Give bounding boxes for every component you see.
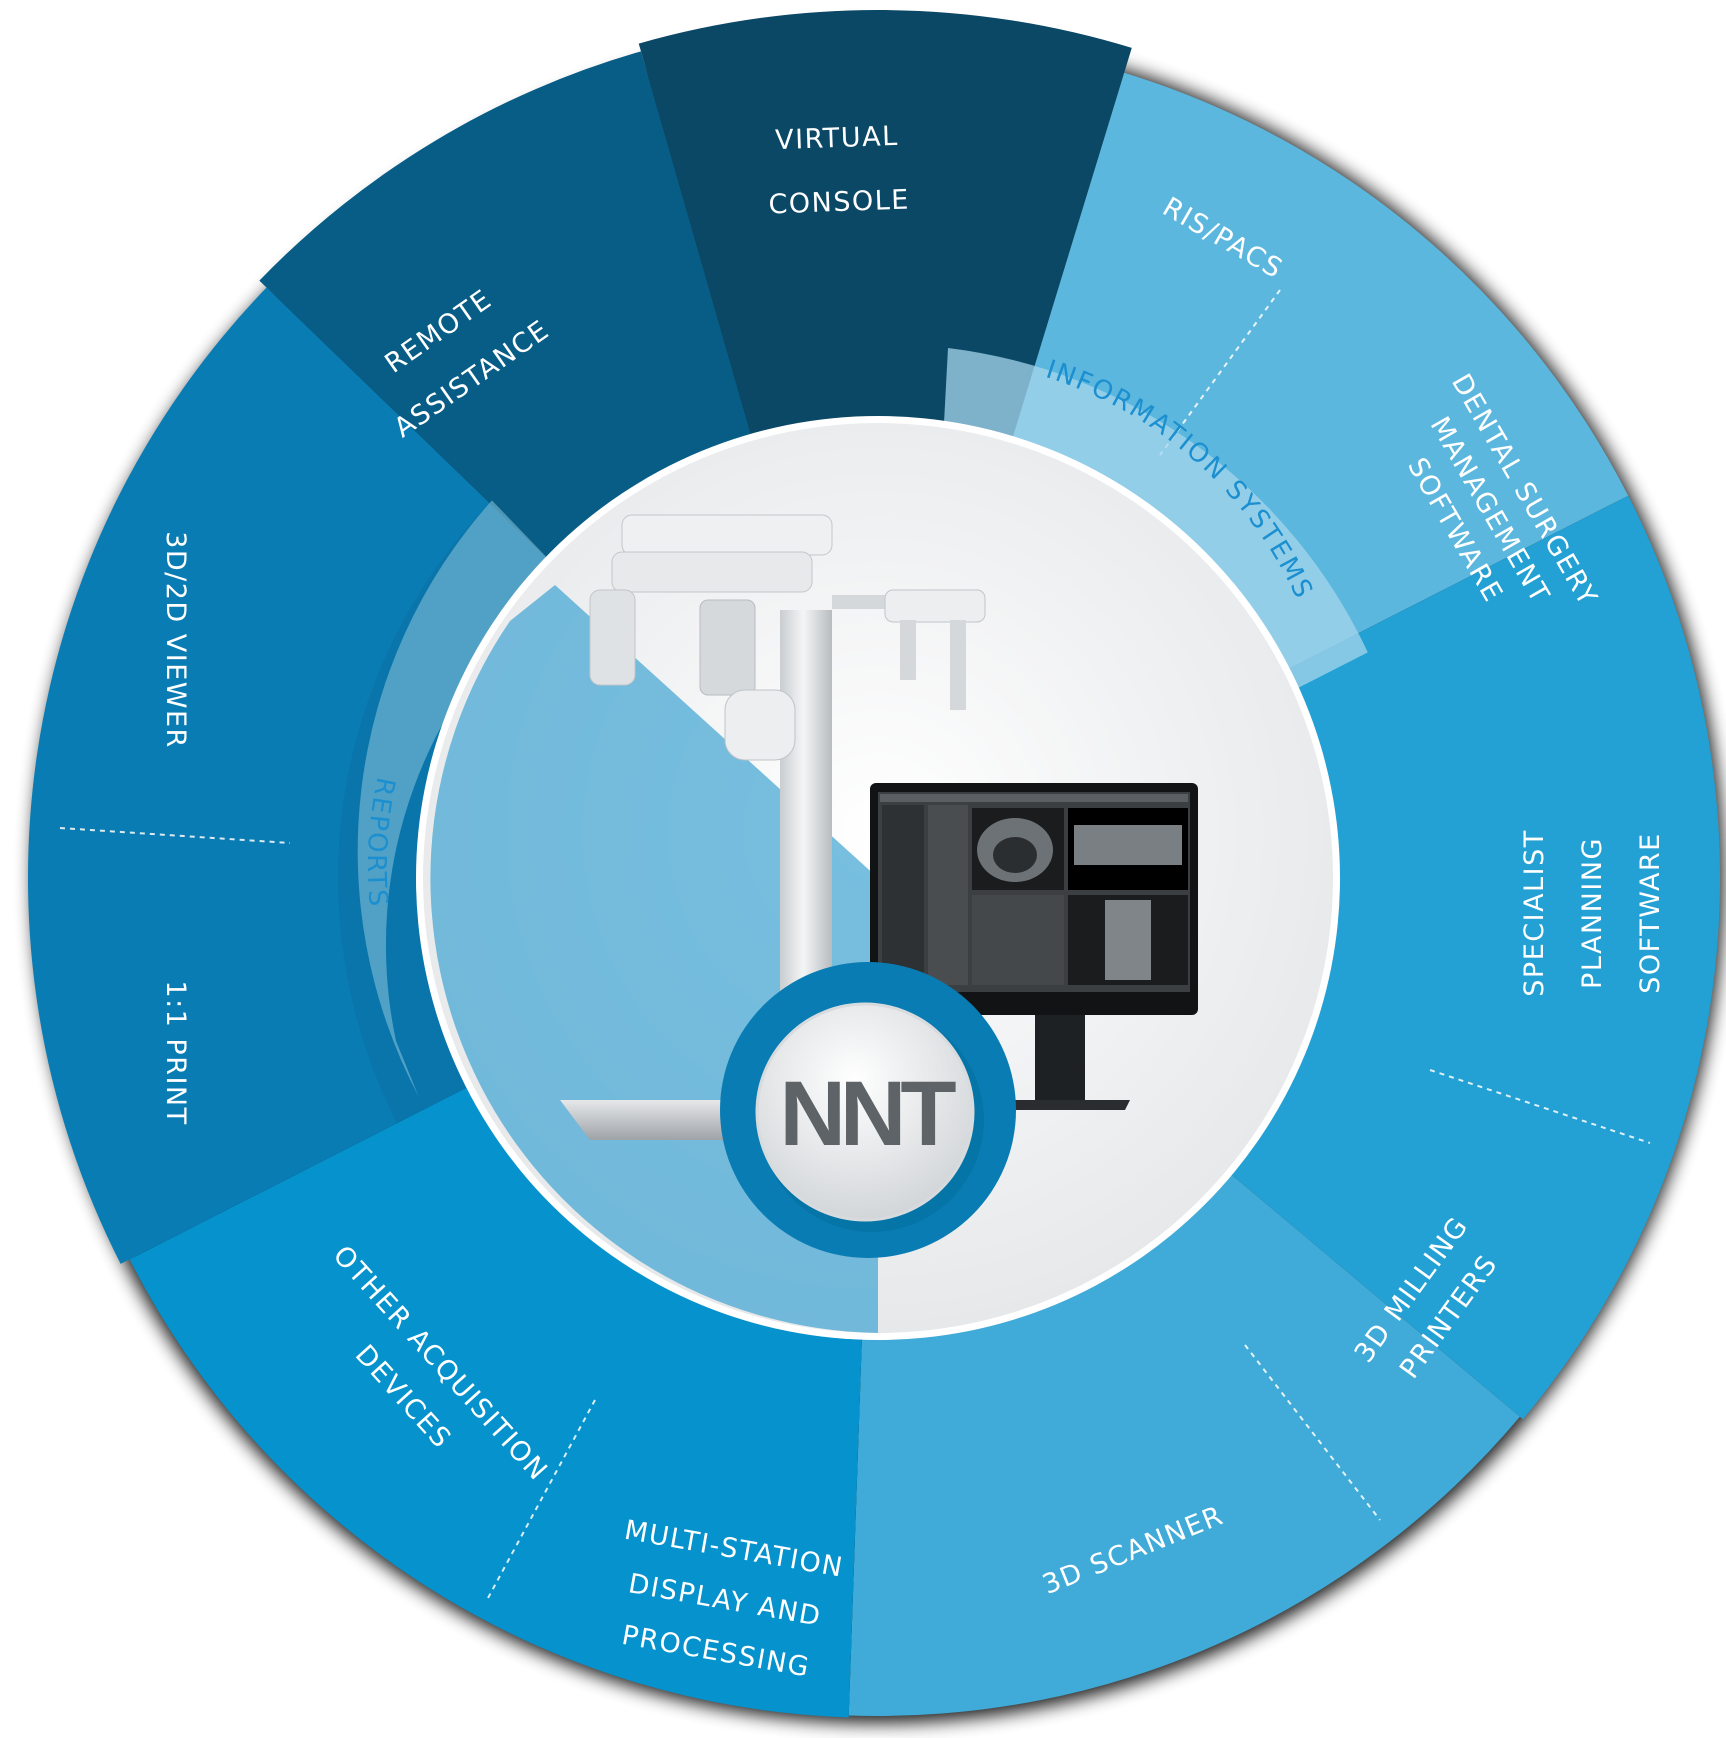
segment-label-line: PLANNING: [1577, 837, 1608, 989]
segment-label-specialist-planning: SPECIALIST PLANNING SOFTWARE: [1519, 829, 1666, 996]
segment-label-viewer: 3D/2D VIEWER: [160, 531, 191, 749]
segment-label-line: CONSOLE: [768, 185, 910, 221]
segment-label-line: SOFTWARE: [1635, 832, 1666, 993]
specialist-wedge: [1215, 495, 1721, 1420]
segment-label-print: 1:1 PRINT: [160, 980, 191, 1125]
viewer-wedge: [27, 287, 562, 1264]
viewer-inner-band: [337, 502, 562, 1124]
virtual-console-wedge: [638, 10, 1132, 458]
segment-label-line: 3D/2D VIEWER: [160, 531, 191, 749]
segment-label-line: VIRTUAL: [775, 121, 900, 156]
nnt-logo-text: NNT: [779, 1063, 956, 1165]
monitor-icon: [870, 783, 1198, 1110]
segment-divider: [59, 827, 291, 844]
segment-divider: [1159, 289, 1281, 456]
segment-divider: [487, 1399, 596, 1599]
nnt-logo: NNT: [720, 962, 1016, 1258]
segment-label-line: SPECIALIST: [1519, 829, 1550, 996]
acquisition-wedge: [129, 1077, 863, 1718]
segment-divider: [1244, 1344, 1381, 1521]
reports-ring: [357, 500, 568, 1097]
segment-divider: [1429, 1069, 1651, 1144]
remote-assistance-wedge: [259, 51, 757, 573]
segment-label-line: 1:1 PRINT: [160, 980, 191, 1125]
segment-label-virtual-console: VIRTUAL CONSOLE: [768, 121, 910, 221]
